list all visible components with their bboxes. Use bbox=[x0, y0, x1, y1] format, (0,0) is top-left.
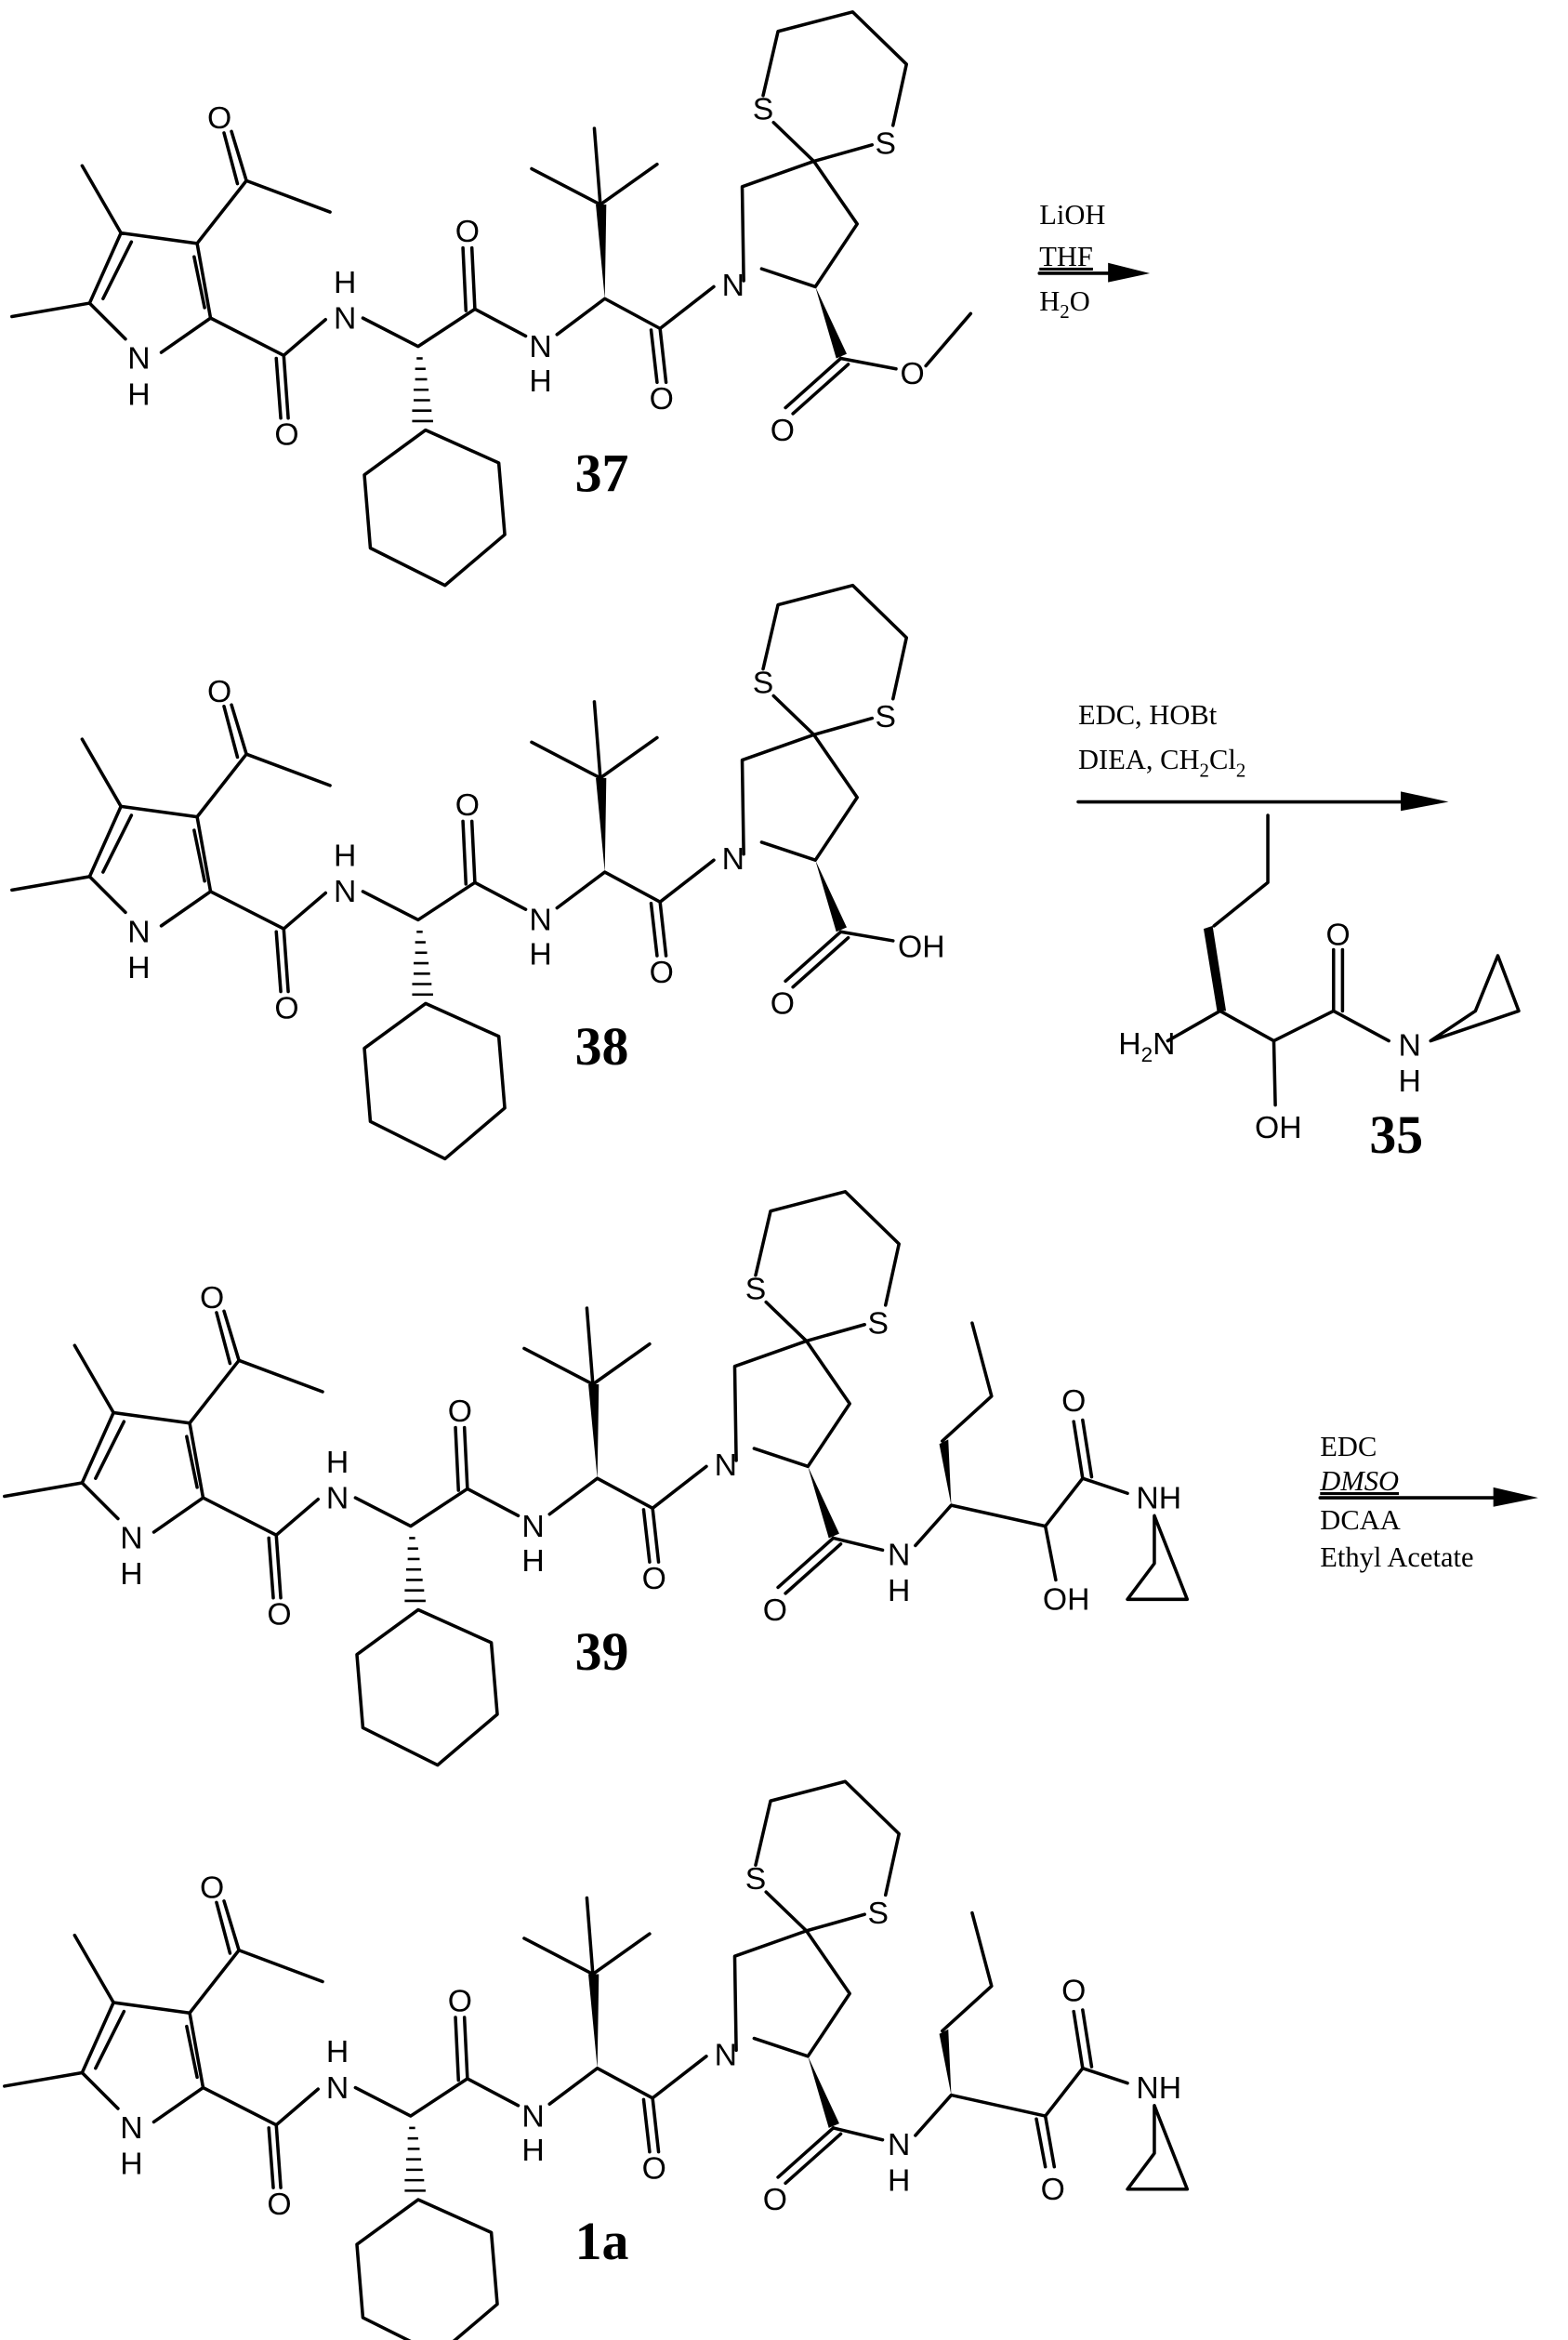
reaction-step-1: LiOH THF H2O bbox=[1037, 199, 1151, 323]
compound-1a: O N H O O NH 1a bbox=[3, 1779, 1190, 2340]
reaction-step-2: EDC, HOBt DIEA, CH2Cl2 bbox=[1076, 699, 1449, 812]
ketoamide-oxygen: O bbox=[1061, 1383, 1086, 1419]
amide-h: H bbox=[888, 1573, 910, 1608]
arrow-head-icon bbox=[1401, 791, 1449, 812]
condition-lioh: LiOH bbox=[1039, 199, 1105, 231]
arrow-head-icon bbox=[1108, 262, 1151, 283]
condition-ethyl-acetate: Ethyl Acetate bbox=[1320, 1541, 1473, 1573]
carbonyl-oxygen: O bbox=[771, 413, 795, 448]
amide-n: N bbox=[1399, 1028, 1421, 1064]
hydroxyl-group: OH bbox=[1043, 1582, 1090, 1618]
compound-label-37: 37 bbox=[575, 443, 629, 503]
acid-hydroxyl: OH bbox=[898, 930, 945, 965]
amide-h: H bbox=[1399, 1064, 1421, 1099]
keto-oxygen: O bbox=[1041, 2172, 1065, 2207]
compound-37: O O 37 bbox=[10, 10, 973, 588]
condition-dcaa: DCAA bbox=[1320, 1504, 1400, 1536]
amide-oxygen: O bbox=[1061, 1973, 1086, 2008]
compound-39: O N H OH O NH 39 bbox=[3, 1190, 1190, 1767]
condition-edc: EDC bbox=[1320, 1431, 1377, 1462]
compound-label-35: 35 bbox=[1369, 1104, 1423, 1165]
amine-group: H2N bbox=[1118, 1026, 1175, 1066]
condition-thf: THF bbox=[1039, 241, 1093, 272]
condition-dmso: DMSO bbox=[1319, 1465, 1399, 1497]
carbonyl-oxygen: O bbox=[763, 2182, 787, 2217]
carbonyl-oxygen: O bbox=[763, 1593, 787, 1628]
condition-edc-hobt: EDC, HOBt bbox=[1078, 699, 1218, 731]
reaction-step-3: EDC DMSO DCAA Ethyl Acetate bbox=[1318, 1431, 1538, 1573]
amide-n: N bbox=[888, 1537, 910, 1572]
condition-h2o: H2O bbox=[1039, 285, 1090, 323]
compound-label-1a: 1a bbox=[575, 2211, 629, 2271]
compound-label-39: 39 bbox=[575, 1621, 629, 1682]
amide-h: H bbox=[888, 2162, 910, 2198]
arrow-head-icon bbox=[1493, 1487, 1538, 1507]
compound-35: H2N OH O N H 35 bbox=[1118, 813, 1521, 1165]
hydroxyl-group: OH bbox=[1255, 1110, 1302, 1145]
carbonyl-oxygen: O bbox=[1325, 918, 1350, 953]
amide-n: N bbox=[888, 2127, 910, 2162]
carbonyl-oxygen: O bbox=[771, 986, 795, 1022]
amide-nh: NH bbox=[1136, 2070, 1181, 2106]
condition-diea-dcm: DIEA, CH2Cl2 bbox=[1078, 744, 1245, 781]
compound-38: O OH 38 bbox=[10, 583, 945, 1161]
ester-oxygen: O bbox=[901, 356, 925, 391]
amide-nh: NH bbox=[1136, 1480, 1181, 1515]
compound-label-38: 38 bbox=[575, 1016, 629, 1077]
